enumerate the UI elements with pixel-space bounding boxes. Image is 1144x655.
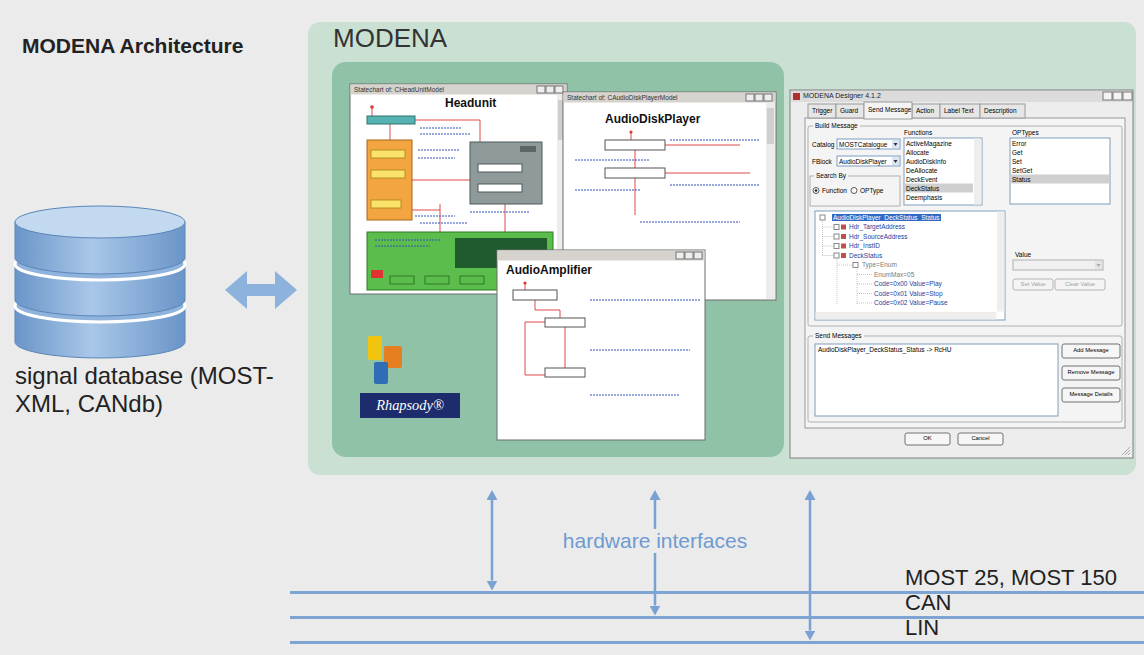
node-label: Send Messages: [813, 332, 864, 339]
group-box: Search ByFunctionOPType: [810, 176, 900, 206]
database-cylinder: [15, 222, 185, 274]
node-label: Add Message: [1062, 344, 1120, 358]
node-text: OPType: [860, 187, 883, 194]
statechart-window: AudioAmplifier: [497, 250, 705, 440]
button: Message Details: [1062, 388, 1120, 402]
modena-panel: MODENA Rhapsody® Statechart of: CHeadUnitM…: [308, 22, 1136, 475]
button: Set Value: [1013, 279, 1053, 290]
dialog-text: Guard: [840, 107, 858, 114]
interface-arrow: [491, 500, 494, 581]
dialog-text: AudioDiskPlayer: [839, 158, 887, 165]
node-label: LIN: [905, 617, 939, 639]
node-label: Remove Message: [1062, 366, 1120, 380]
node-label: Message Details: [1062, 388, 1120, 402]
dialog-text: Set: [1012, 158, 1022, 165]
button: Remove Message: [1062, 366, 1120, 380]
database-cylinder: [15, 206, 185, 358]
dialog-text: Code=0x02 Value=Pause: [874, 299, 948, 306]
dialog-text: DeAllocate: [906, 167, 937, 174]
button: Cancel: [958, 433, 1003, 445]
dialog-text: Value: [1015, 251, 1031, 258]
dialog-text: Hdr_TargetAddress: [849, 223, 905, 230]
node-label: Statechart of: CAudioDiskPlayerModel: [567, 94, 678, 101]
database-cylinder: [15, 264, 185, 316]
dialog-text: Catalog: [812, 141, 834, 148]
dialog-text: DeckEvent: [906, 176, 937, 183]
dialog-text: Allocate: [906, 149, 929, 156]
dialog-text: Functions: [904, 129, 932, 136]
database-cylinder: [15, 248, 185, 280]
statechart-window: Statechart of: CHeadUnitModelHeadunit: [350, 84, 567, 294]
dialog-text: AudioDiskPlayer_DeckStatus_Status -> RcH…: [818, 346, 952, 353]
diagram-title: MODENA Architecture: [22, 34, 243, 58]
dialog-text: AudioDiskPlayer_DeckStatus_Status: [832, 214, 941, 221]
dialog-text: OPTypes: [1012, 129, 1039, 136]
dialog-text: Code=0x01 Value=Stop: [874, 290, 943, 297]
edge-label: hardware interfaces: [558, 529, 752, 553]
button: Add Message: [1062, 344, 1120, 358]
node-label: Set Value: [1013, 279, 1053, 290]
dialog-text: Deemphasis: [906, 194, 942, 201]
node-label: Build Message: [813, 122, 860, 129]
rhapsody-panel: Rhapsody® Statechart of: CHeadUnitModelHe…: [332, 62, 784, 457]
dialog-text: Status: [1012, 176, 1030, 183]
dialog-text: Hdr_SourceAddress: [849, 233, 908, 240]
node-label: Statechart of: CHeadUnitModel: [354, 86, 444, 93]
node-text: Headunit: [445, 97, 496, 111]
dialog-text: Send Message: [868, 106, 911, 113]
bus-line: LIN: [290, 641, 1144, 644]
statechart-window: Statechart of: CAudioDiskPlayerModelAudi…: [563, 92, 776, 300]
dialog-text: MOSTCatalogue: [839, 141, 887, 148]
node-label: signal database (MOST-XML, CANdb): [15, 362, 300, 417]
node-text: Function: [822, 187, 847, 194]
database-node: signal database (MOST-XML, CANdb): [15, 212, 205, 352]
dialog-text: Code=0x00 Value=Play: [874, 280, 942, 287]
dialog-text: Label Text: [944, 107, 974, 114]
node-label: MOST 25, MOST 150: [905, 567, 1117, 589]
node-label: AudioAmplifier: [506, 264, 592, 278]
node-label: Cancel: [958, 433, 1003, 445]
node-text: AudioDiskPlayer: [605, 113, 700, 127]
dialog-text: Action: [916, 107, 934, 114]
dialog-text: DeckStatus: [906, 185, 939, 192]
dialog-text: DeckStatus: [849, 252, 882, 259]
dialog-text: SetGet: [1012, 167, 1032, 174]
node-label: MODENA: [333, 24, 447, 54]
dialog-text: Type=Enum: [862, 261, 897, 268]
dialog-text: Description: [984, 107, 1017, 114]
button: OK: [905, 433, 950, 445]
bus-line: CAN: [290, 616, 1144, 619]
database-cylinder: [15, 290, 185, 322]
button: Clear Value: [1055, 279, 1105, 290]
interface-arrow: [809, 500, 812, 631]
node-label: Clear Value: [1055, 279, 1105, 290]
node-label: Rhapsody®: [360, 393, 460, 418]
dialog-text: ActiveMagazine: [906, 140, 952, 147]
database-cylinder: [15, 306, 185, 358]
dialog-text: AudioDiskInfo: [906, 158, 946, 165]
dialog-text: Get: [1012, 149, 1022, 156]
interface-arrow: [247, 284, 275, 296]
node-label: OK: [905, 433, 950, 445]
dialog-text: FBlock: [812, 158, 832, 165]
node-label: CAN: [905, 592, 951, 614]
dialog-text: EnumMax=05: [874, 271, 914, 278]
node-label: Search By: [814, 172, 848, 179]
database-cylinder: [15, 206, 185, 238]
bus-line: MOST 25, MOST 150: [290, 591, 1144, 594]
dialog-text: Trigger: [812, 107, 832, 114]
dialog-text: Error: [1012, 140, 1026, 147]
dialog-text: Hdr_InstID: [849, 242, 880, 249]
node-label: MODENA Designer 4.1.2: [803, 92, 881, 100]
